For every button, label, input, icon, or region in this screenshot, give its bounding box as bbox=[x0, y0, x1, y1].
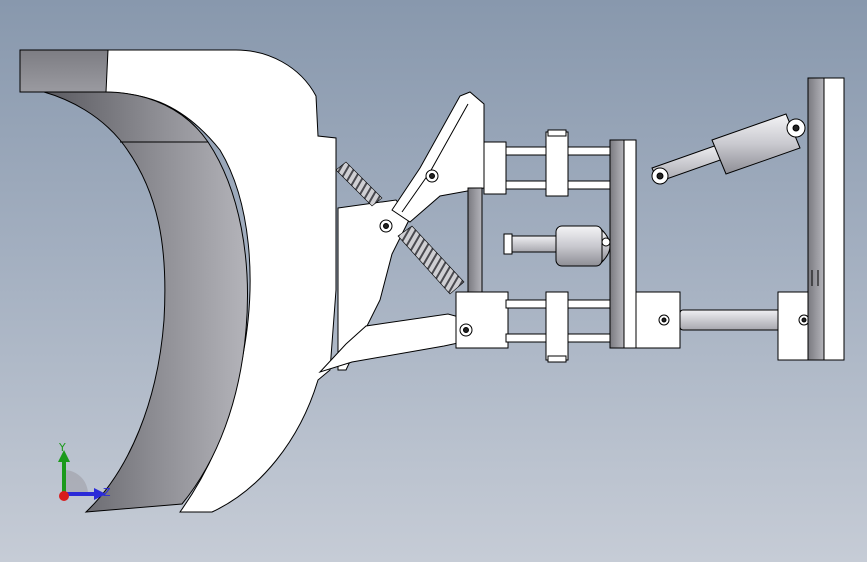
upper-clevis bbox=[545, 131, 569, 197]
center-rod bbox=[507, 235, 559, 253]
springs bbox=[335, 161, 465, 295]
mount-plate-edge bbox=[823, 77, 845, 361]
lower-cyl-block bbox=[635, 291, 681, 349]
frame-upper-block bbox=[483, 141, 507, 195]
lower-clevis bbox=[545, 291, 569, 361]
frame-left-plate bbox=[467, 187, 483, 297]
vehicle-mount-plate[interactable] bbox=[807, 77, 845, 361]
frame-right-plate bbox=[609, 139, 625, 349]
upper-angle-cylinder[interactable] bbox=[651, 113, 806, 185]
mount-plate-face bbox=[807, 77, 825, 361]
triad-z-label: Z bbox=[103, 486, 111, 499]
plow-blade[interactable] bbox=[19, 49, 337, 513]
mount-bracket[interactable] bbox=[318, 91, 485, 374]
lower-cyl-rod bbox=[679, 309, 787, 331]
blade-moldboard bbox=[43, 91, 248, 513]
triad-axes-icon bbox=[58, 450, 106, 501]
frame-lower-block bbox=[455, 291, 509, 349]
coordinate-triad: Y Z bbox=[48, 436, 118, 508]
blade-top-edge bbox=[19, 49, 109, 93]
center-cylinder bbox=[555, 225, 603, 267]
lower-horizontal-cylinder[interactable] bbox=[635, 291, 823, 361]
triad-y-label: Y bbox=[59, 441, 66, 454]
upper-cyl-barrel bbox=[711, 113, 801, 175]
spring-lower bbox=[397, 225, 465, 295]
central-frame[interactable] bbox=[455, 129, 637, 363]
spring-upper bbox=[335, 161, 383, 207]
